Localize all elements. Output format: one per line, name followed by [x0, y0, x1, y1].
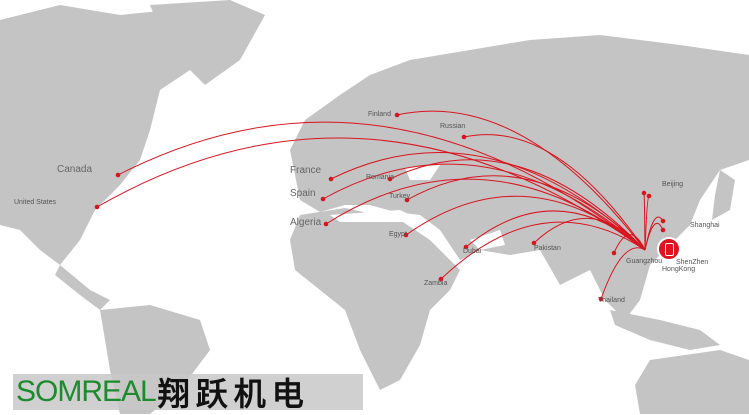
city-label: Shanghai	[690, 222, 720, 229]
north-america	[0, 5, 210, 265]
city-label: Algeria	[290, 217, 322, 228]
route-line	[600, 247, 646, 300]
city-dot	[531, 240, 537, 246]
africa	[290, 208, 460, 390]
city-label: Thailand	[598, 297, 625, 304]
city-label: Egypt	[389, 231, 407, 238]
route-line	[322, 163, 646, 251]
city-label: Finland	[368, 111, 391, 118]
city-label: ShenZhen	[676, 259, 709, 266]
city-dot	[461, 134, 467, 140]
indonesia	[610, 310, 720, 350]
city-label: Romania	[366, 174, 395, 181]
route-line	[96, 137, 646, 251]
route-line	[465, 210, 646, 251]
city-dot	[598, 296, 604, 302]
city-label: Turkey	[389, 193, 411, 200]
city-label: Zambia	[424, 280, 448, 287]
australia	[635, 350, 749, 414]
city-label: Russian	[440, 123, 466, 130]
city-dot	[387, 176, 393, 182]
city-dot	[394, 112, 400, 118]
city-label: Beijing	[662, 181, 684, 188]
logo-text-en: SOMREAL	[16, 375, 157, 408]
greenland	[150, 0, 265, 85]
city-label: HongKong	[662, 266, 696, 273]
city-dot	[611, 250, 617, 256]
inland-waters	[330, 165, 505, 250]
central-america	[55, 265, 110, 310]
city-dot	[404, 197, 410, 203]
city-label: France	[290, 165, 322, 176]
city-dot	[646, 193, 652, 199]
route-line	[396, 110, 646, 251]
city-label: United States	[14, 199, 57, 206]
route-line	[463, 134, 646, 251]
city-label: Pakistan	[534, 245, 561, 252]
city-dot	[660, 218, 666, 224]
brand-logo: SOMREAL 翔跃机电	[13, 374, 363, 412]
logo-text-cn: 翔跃机电	[157, 376, 310, 412]
city-dot	[403, 232, 409, 238]
route-line	[533, 217, 646, 251]
city-dot	[328, 176, 334, 182]
city-label: Dubai	[463, 248, 482, 255]
city-label: Canada	[57, 164, 93, 175]
route-line	[440, 221, 646, 280]
routes	[94, 110, 666, 302]
hub-phone-icon	[657, 237, 681, 261]
city-label: Spain	[290, 188, 316, 199]
city-dot	[94, 204, 100, 210]
city-dot	[641, 190, 647, 196]
route-line	[389, 159, 646, 251]
route-line	[613, 234, 646, 254]
city-dot	[115, 172, 121, 178]
city-dot	[438, 276, 444, 282]
city-dot	[320, 196, 326, 202]
city-dot	[323, 221, 329, 227]
city-dot	[660, 227, 666, 233]
route-line	[406, 175, 646, 251]
city-dot	[463, 244, 469, 250]
japan	[712, 170, 735, 220]
route-line	[644, 222, 664, 251]
city-label: Guangzhou	[626, 258, 663, 265]
